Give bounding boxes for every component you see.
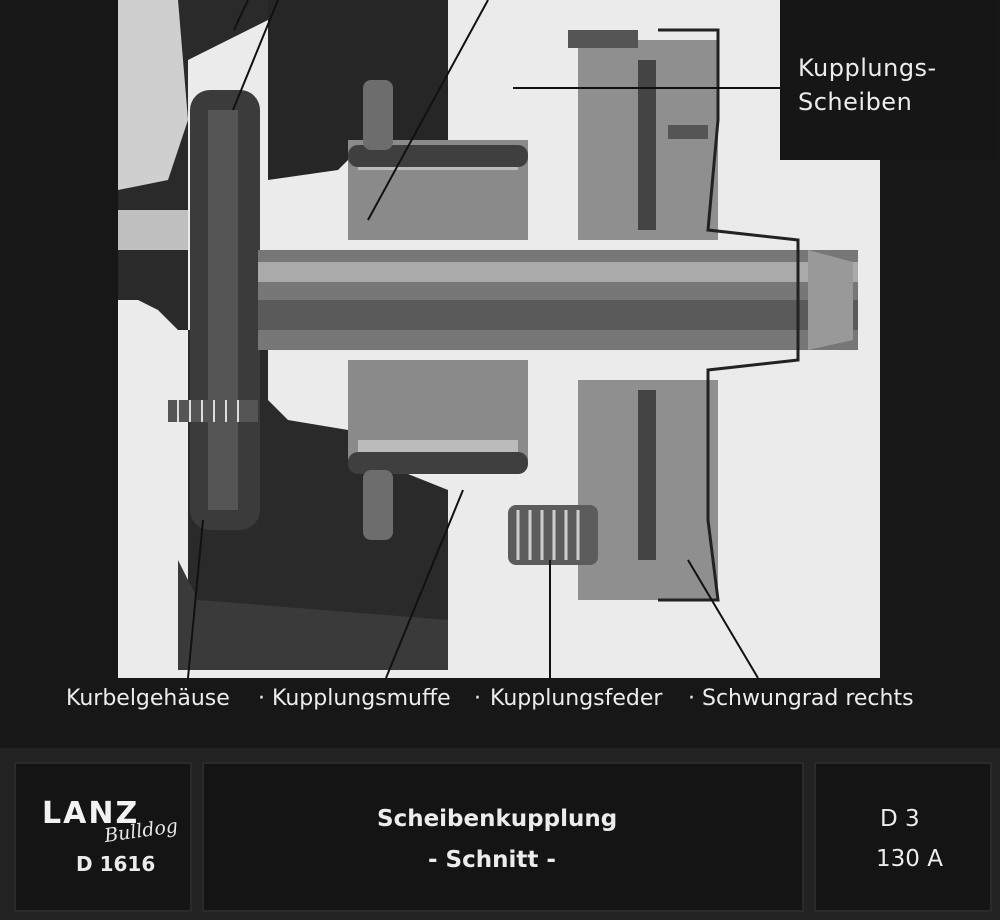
drawing-title: Scheibenkupplung	[377, 806, 618, 832]
title-plate	[202, 762, 804, 912]
label-crankcase: Kurbelgehäuse	[66, 686, 230, 711]
label-flywheel: Schwungrad rechts	[702, 686, 914, 711]
upper-housing	[268, 0, 448, 180]
label-separator: ·	[258, 686, 265, 711]
cross-section-drawing	[118, 0, 880, 678]
flywheel-right	[658, 28, 800, 602]
crankcase-lower	[158, 520, 448, 670]
bottom-caption-band	[0, 678, 1000, 748]
reference-plate	[814, 762, 992, 912]
model-code: D 1616	[76, 852, 156, 876]
reference-line2: 130 A	[876, 846, 943, 872]
label-separator: ·	[688, 686, 695, 711]
left-frame	[0, 0, 118, 748]
left-bracket	[118, 0, 188, 190]
sleeve-rod-upper	[348, 145, 528, 167]
label-clutch-spring: Kupplungsfeder	[490, 686, 663, 711]
label-clutch-sleeve: Kupplungsmuffe	[272, 686, 451, 711]
callout-label-line2: Scheiben	[798, 88, 913, 116]
reference-line1: D 3	[880, 806, 920, 832]
brand-logo: LANZ	[42, 796, 140, 831]
drawing-subtitle: - Schnitt -	[428, 847, 556, 873]
brand-plate	[14, 762, 192, 912]
left-bolt	[118, 210, 188, 250]
label-separator: ·	[474, 686, 481, 711]
sleeve-rod-lower	[348, 452, 528, 474]
clutch-section-illustration	[118, 0, 858, 678]
callout-label-line1: Kupplungs-	[798, 54, 937, 82]
callout-box	[780, 0, 996, 160]
